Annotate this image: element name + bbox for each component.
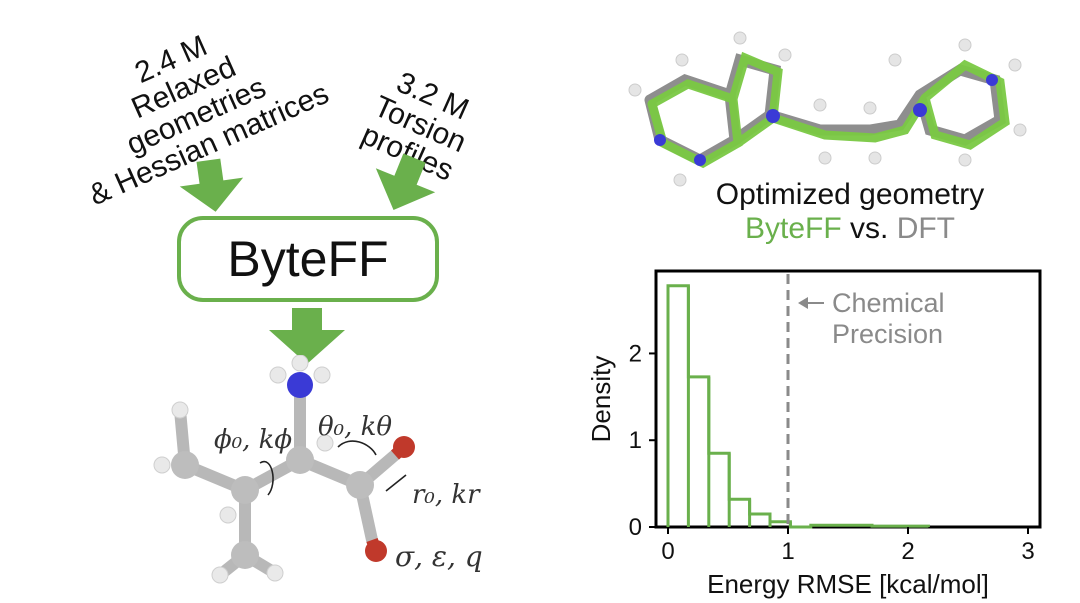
- geometry-overlay-illustration: [628, 31, 1027, 187]
- atom-nitrogen: [287, 372, 313, 398]
- torsion-param-label: ϕ₀, kϕ: [214, 425, 293, 455]
- x-tick-label: 3: [1021, 538, 1034, 565]
- x-tick-label: 2: [901, 538, 914, 565]
- byteff-model-box: ByteFF: [177, 216, 439, 302]
- arrow-right-down-icon: [375, 153, 436, 210]
- histogram-outline: [666, 284, 930, 529]
- arrow-left-down-icon: [179, 158, 244, 212]
- x-axis-label: Energy RMSE [kcal/mol]: [707, 569, 989, 599]
- atom-oxygen: [393, 436, 415, 458]
- x-tick-label: 1: [781, 538, 794, 565]
- nonbonded-param-label: σ, ε, q: [395, 540, 483, 573]
- x-tick-label: 0: [661, 538, 674, 565]
- molecule-illustration: [153, 355, 415, 584]
- threshold-label-line1: Chemical: [832, 288, 945, 318]
- caption-dft: DFT: [896, 212, 956, 245]
- caption-vs: vs.: [841, 212, 897, 245]
- geometry-caption-legend: ByteFF vs. DFT: [660, 212, 1040, 246]
- y-axis-label: Density: [586, 356, 616, 443]
- geometry-caption-title: Optimized geometry: [715, 178, 985, 211]
- angle-param-label: θ₀, kθ: [318, 412, 393, 442]
- y-tick-label: 2: [629, 340, 642, 367]
- y-tick-label: 1: [629, 427, 642, 454]
- threshold-label-line2: Precision: [832, 319, 943, 349]
- atom-carbon: [171, 451, 199, 479]
- flow-arrows: [179, 153, 436, 364]
- bond-param-label: r₀, kr: [412, 480, 480, 510]
- y-tick-label: 0: [629, 514, 642, 541]
- model-name: ByteFF: [227, 231, 389, 287]
- plot-frame: [654, 269, 1042, 529]
- arrow-center-down-icon: [269, 308, 345, 364]
- threshold-arrow-icon: [798, 297, 808, 309]
- caption-byteff: ByteFF: [744, 212, 842, 245]
